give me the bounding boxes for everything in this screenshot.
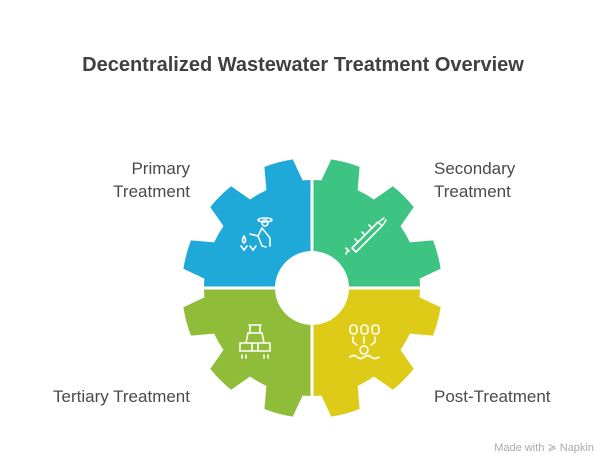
label-line: Primary [131,159,190,178]
tanks-gear-water-icon [349,324,380,360]
building-filter-icon [239,324,271,359]
napkin-credit[interactable]: Made with ≽ Napkin [494,441,594,454]
gear-segment-primary [183,159,312,288]
label-line: Secondary [434,159,516,178]
label-secondary-treatment: Secondary Treatment [434,157,584,203]
napkin-brand: Napkin [559,442,594,454]
label-line: Treatment [113,182,190,201]
made-with-text: Made with [494,442,545,454]
label-tertiary-treatment: Tertiary Treatment [53,387,190,406]
label-primary-treatment: Primary Treatment [60,157,190,203]
gear-segment-post [312,288,441,417]
gear-segment-tertiary [183,288,312,417]
gear-hub [275,251,349,325]
napkin-logo-icon: ≽ [547,442,557,454]
label-post-treatment: Post-Treatment [434,387,551,406]
syringe-pipe-icon [345,217,387,255]
label-line: Treatment [434,182,511,201]
diagram-title: Decentralized Wastewater Treatment Overv… [82,54,524,76]
farmer-planting-icon [240,217,273,252]
